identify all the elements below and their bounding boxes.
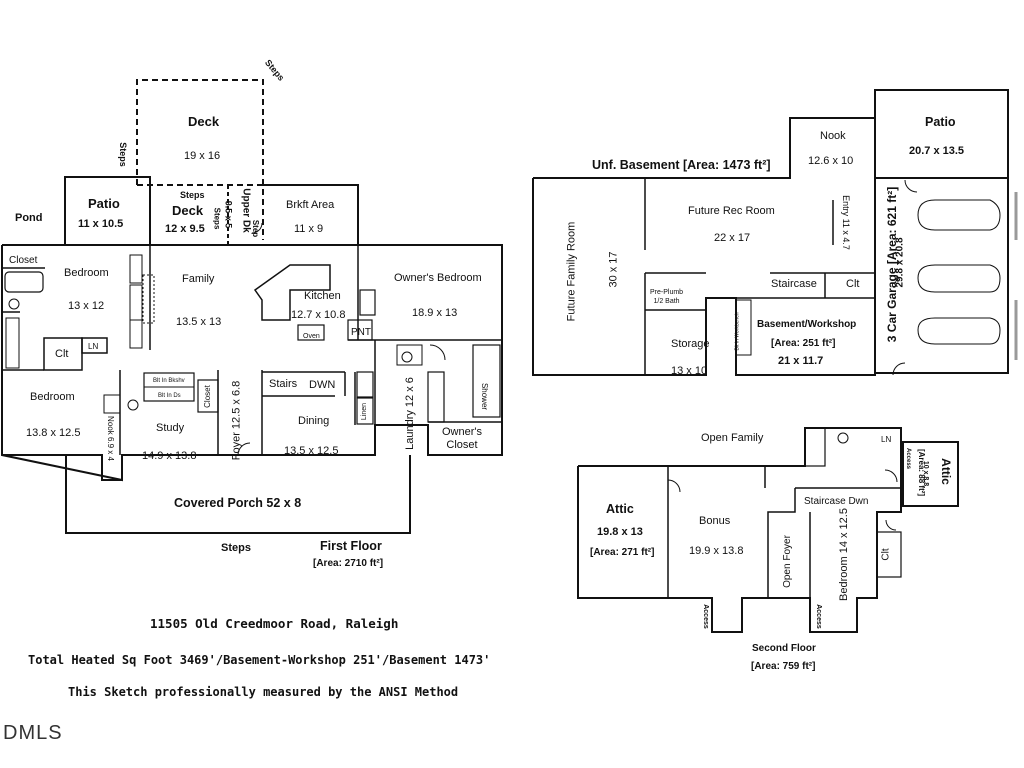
basement-patio-outline bbox=[874, 89, 1009, 179]
staircase-dwn-label: Staircase Dwn bbox=[804, 496, 869, 507]
dmls-logo: DMLS bbox=[3, 722, 63, 744]
bedroom1-name: Bedroom bbox=[64, 267, 109, 279]
family-name: Family bbox=[182, 273, 215, 285]
bedroom1-dim: 13 x 12 bbox=[68, 300, 105, 312]
step-label: Step bbox=[251, 219, 261, 238]
owners-bedroom-dim: 18.9 x 13 bbox=[412, 307, 458, 319]
ln-label: LN bbox=[88, 342, 99, 351]
storage-dim: 13 x 10 bbox=[671, 365, 708, 377]
brkft-dim: 11 x 9 bbox=[294, 223, 324, 235]
basement-title: Unf. Basement [Area: 1473 ft²] bbox=[592, 158, 771, 172]
stairs-label: Stairs bbox=[269, 378, 298, 390]
attic-dim: 19.8 x 13 bbox=[597, 526, 643, 538]
built-in-workbench-label: Blt In Workbench bbox=[734, 312, 741, 351]
pnt-label: PNT bbox=[351, 327, 371, 338]
dwn-label: DWN bbox=[309, 379, 336, 391]
patio-dim: 11 x 10.5 bbox=[78, 218, 124, 230]
owners-bedroom-name: Owner's Bedroom bbox=[394, 272, 482, 284]
totals-label: Total Heated Sq Foot 3469'/Basement-Work… bbox=[28, 653, 491, 667]
dining-name: Dining bbox=[298, 415, 330, 427]
kitchen-dim: 12.7 x 10.8 bbox=[291, 309, 346, 321]
bedroom2-dim: 13.8 x 12.5 bbox=[26, 427, 81, 439]
entry-label: Entry 11 x 4.7 bbox=[840, 195, 851, 250]
attic-small-dim: 10 x 8.8 bbox=[922, 460, 930, 487]
future-rec-name: Future Rec Room bbox=[688, 205, 775, 217]
first-floor-area: [Area: 2710 ft²] bbox=[313, 558, 384, 569]
nook-label: Nook 6.9 x 4 bbox=[105, 416, 115, 461]
second-floor-title: Second Floor bbox=[752, 643, 816, 654]
pre-plumb-label: Pre-Plumb 1/2 Bath bbox=[650, 289, 684, 305]
steps-left-label: Steps bbox=[117, 142, 128, 167]
foyer-label: Foyer 12.5 x 6.8 bbox=[230, 380, 243, 461]
family-dim: 13.5 x 13 bbox=[176, 316, 222, 328]
garage-dim: 29.8 x 20.8 bbox=[894, 237, 906, 288]
second-floor-area: [Area: 759 ft²] bbox=[751, 661, 816, 672]
study-dim: 14.9 x 13.8 bbox=[142, 450, 197, 462]
second-floor-outline bbox=[577, 427, 902, 633]
workshop-dim: 21 x 11.7 bbox=[778, 355, 824, 367]
attic-area: [Area: 271 ft²] bbox=[590, 547, 655, 558]
oven-label: Oven bbox=[303, 333, 320, 340]
covered-porch-outline bbox=[65, 455, 411, 534]
basement-nook-name: Nook bbox=[820, 130, 846, 142]
linen-label: Linen bbox=[361, 402, 369, 421]
bonus-name: Bonus bbox=[699, 515, 731, 527]
deck-dim: 12 x 9.5 bbox=[165, 223, 205, 235]
address-label: 11505 Old Creedmoor Road, Raleigh bbox=[150, 616, 399, 631]
open-family-label: Open Family bbox=[701, 432, 764, 444]
deck-name: Deck bbox=[172, 203, 204, 218]
future-family-dim: 30 x 17 bbox=[607, 251, 620, 288]
first-floor-title: First Floor bbox=[320, 539, 382, 553]
covered-porch-label: Covered Porch 52 x 8 bbox=[174, 496, 302, 510]
patio-name: Patio bbox=[88, 196, 120, 211]
workshop-name: Basement/Workshop bbox=[757, 319, 857, 330]
bit-in-bkshv-label: Blt In Bkshv bbox=[153, 378, 185, 384]
basement-nook-dim: 12.6 x 10 bbox=[808, 155, 854, 167]
owners-closet-label: Owner's Closet bbox=[442, 426, 482, 451]
upper-deck-outline bbox=[136, 79, 264, 240]
kitchen-name: Kitchen bbox=[304, 290, 341, 302]
basement-clt-label: Clt bbox=[846, 278, 860, 290]
upper-deck-dim: 19 x 16 bbox=[184, 150, 221, 162]
patio-outline bbox=[64, 176, 151, 246]
attic-small-outline bbox=[902, 441, 959, 507]
study-name: Study bbox=[156, 422, 185, 434]
second-ln-label: LN bbox=[881, 435, 892, 444]
steps-bottom-label: Steps bbox=[221, 542, 251, 554]
garage-patio-name: Patio bbox=[925, 115, 956, 129]
upper-deck-name: Deck bbox=[188, 114, 220, 129]
bonus-dim: 19.9 x 13.8 bbox=[689, 545, 744, 557]
attic-name: Attic bbox=[606, 502, 634, 516]
workshop-area: [Area: 251 ft²] bbox=[771, 338, 836, 349]
garage-patio-dim: 20.7 x 13.5 bbox=[909, 145, 965, 157]
bedroom2-name: Bedroom bbox=[30, 391, 75, 403]
access1-label: Access bbox=[701, 604, 709, 629]
attic-small-access: Access bbox=[905, 447, 912, 470]
shower-label: Shower bbox=[480, 382, 490, 411]
basement-staircase-label: Staircase bbox=[771, 278, 817, 290]
storage-name: Storage bbox=[671, 338, 710, 350]
pond-label: Pond bbox=[15, 212, 43, 224]
upper-dk-dim: 9.5 x 5 bbox=[223, 200, 234, 229]
closet2-label: Closet bbox=[202, 385, 212, 408]
brkft-name: Brkft Area bbox=[286, 199, 335, 211]
future-family-label: Future Family Room bbox=[565, 221, 578, 322]
method-label: This Sketch professionally measured by t… bbox=[68, 685, 459, 699]
second-bedroom-label: Bedroom 14 x 12.5 bbox=[837, 508, 850, 601]
dining-dim: 13.5 x 12.5 bbox=[284, 445, 339, 457]
deck-steps-label: Steps bbox=[180, 190, 205, 200]
future-rec-dim: 22 x 17 bbox=[714, 232, 751, 244]
open-foyer-label: Open Foyer bbox=[781, 535, 793, 588]
laundry-label: Laundry 12 x 6 bbox=[403, 377, 416, 450]
attic-small-name: Attic bbox=[938, 458, 953, 485]
clt-label: Clt bbox=[55, 348, 69, 360]
access2-label: Access bbox=[814, 604, 822, 629]
second-clt-label: Clt bbox=[880, 548, 892, 561]
closet-label: Closet bbox=[9, 255, 38, 266]
bit-in-ds-label: Blt In Ds bbox=[158, 393, 181, 399]
